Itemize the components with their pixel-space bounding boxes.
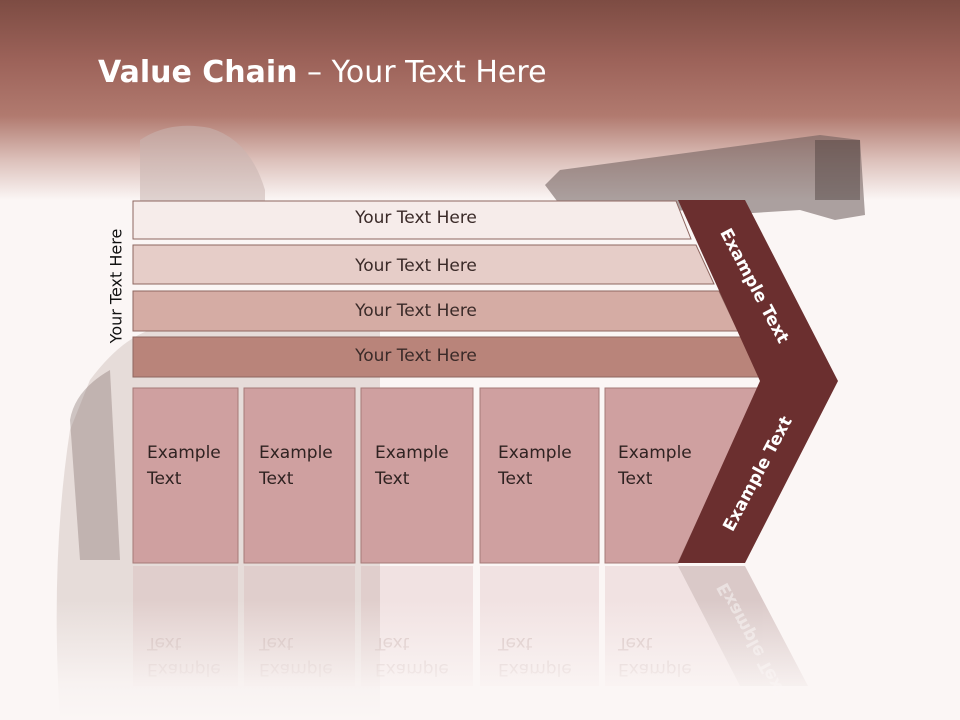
primary-cell-5-line2: Text — [618, 469, 653, 489]
side-label: Your Text Here — [106, 228, 126, 344]
support-bar-1-label: Your Text Here — [355, 208, 477, 228]
primary-cell-2-line1: Example — [259, 443, 333, 463]
bottom-fade — [0, 600, 960, 720]
primary-cell-1-line1: Example — [147, 443, 221, 463]
figure-arm — [70, 370, 120, 560]
primary-cell-5-line1: Example — [618, 443, 692, 463]
margin-chevron — [678, 200, 838, 563]
title-bold: Value Chain — [98, 55, 298, 90]
support-bar-2-label: Your Text Here — [355, 256, 477, 276]
primary-cell-3 — [360, 387, 474, 564]
primary-cell-4-line1: Example — [498, 443, 572, 463]
pistol-slide-detail — [815, 140, 860, 200]
primary-cell-1 — [132, 387, 239, 564]
support-bar-1 — [132, 200, 692, 240]
support-bar-3-label: Your Text Here — [355, 301, 477, 321]
support-bar-4-label: Your Text Here — [355, 346, 477, 366]
primary-cell-3-line2: Text — [375, 469, 410, 489]
support-bar-2 — [132, 244, 715, 285]
primary-cell-3-line1: Example — [375, 443, 449, 463]
primary-cell-4-line2: Text — [498, 469, 533, 489]
page-title: Value Chain – Your Text Here — [98, 55, 547, 90]
primary-cell-2 — [243, 387, 356, 564]
primary-cell-4 — [479, 387, 600, 564]
primary-cell-1-line2: Text — [147, 469, 182, 489]
primary-cell-2-line2: Text — [259, 469, 294, 489]
title-rest: – Your Text Here — [297, 55, 547, 90]
